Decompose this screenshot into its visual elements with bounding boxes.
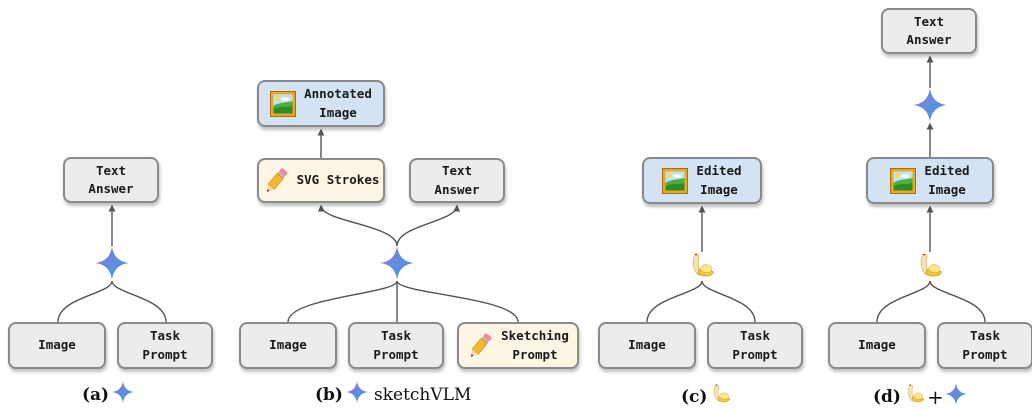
panel-a-task-prompt-input: Task Prompt [117, 322, 213, 369]
gemini-sparkle-icon [380, 246, 414, 285]
output-edge [317, 204, 398, 247]
node-label: Image [269, 337, 307, 353]
input-edge [876, 280, 931, 323]
pencil-icon [467, 332, 493, 360]
panel-d-edited-image: Edited Image [866, 157, 994, 204]
node-label: Task Prompt [962, 328, 1008, 362]
node-label: Text Answer [434, 163, 480, 197]
gemini-sparkle-icon [913, 88, 947, 127]
node-label: Image [628, 337, 666, 353]
edge-group [57, 55, 986, 323]
node-label: Text Answer [88, 162, 134, 196]
node-label: Image [858, 337, 896, 353]
framed-picture-icon [890, 167, 917, 194]
caption-d: (d) + [873, 383, 967, 410]
caption-tag: (d) [873, 386, 901, 407]
banana-icon [904, 383, 926, 410]
output-edge [396, 204, 461, 247]
input-edge [929, 280, 986, 323]
framed-picture-icon [270, 90, 297, 117]
panel-b-text-answer: Text Answer [409, 158, 505, 203]
panel-d-text-answer: Text Answer [881, 8, 977, 54]
node-label: Image [38, 337, 76, 353]
node-label: Task Prompt [732, 328, 778, 362]
panel-a-image-input: Image [8, 322, 106, 369]
banana-icon [710, 383, 732, 410]
gemini-sparkle-icon [345, 381, 368, 408]
caption-tag: (b) [315, 384, 343, 405]
panel-b-annotated-image: Annotated Image [257, 80, 385, 127]
banana-icon [916, 252, 944, 285]
input-edge [111, 280, 167, 323]
panel-b-task-prompt-input: Task Prompt [348, 322, 444, 369]
caption-c: (c) [681, 383, 732, 410]
input-edge [701, 280, 756, 323]
gemini-sparkle-icon [944, 383, 967, 410]
input-edge [396, 280, 519, 323]
plus-sign: + [926, 384, 944, 409]
panel-d-task-prompt-input: Task Prompt [937, 322, 1032, 369]
node-label: Task Prompt [142, 328, 188, 362]
caption-tag: (c) [681, 386, 708, 407]
panel-c-task-prompt-input: Task Prompt [707, 322, 803, 369]
caption-a: (a) [82, 381, 135, 408]
banana-icon [688, 252, 716, 285]
panel-b-sketching-prompt-input: Sketching Prompt [457, 322, 579, 369]
gemini-sparkle-icon [112, 381, 135, 408]
node-label: Edited Image [924, 163, 970, 197]
node-label: Sketching Prompt [501, 328, 569, 362]
caption-b: (b) sketchVLM [315, 381, 471, 408]
panel-c-image-input: Image [598, 322, 696, 369]
framed-picture-icon [662, 167, 689, 194]
input-edge [646, 280, 703, 323]
node-label: SVG Strokes [296, 172, 380, 188]
node-label: Edited Image [696, 163, 742, 197]
panel-b-svg-strokes: SVG Strokes [257, 158, 385, 203]
panel-b-image-input: Image [239, 322, 337, 369]
input-edge [287, 280, 398, 323]
input-edge [57, 280, 113, 323]
node-label: Task Prompt [373, 328, 419, 362]
node-label: Annotated Image [304, 86, 372, 120]
gemini-sparkle-icon [95, 246, 129, 285]
panel-d-image-input: Image [828, 322, 926, 369]
caption-name: sketchVLM [373, 384, 472, 405]
panel-a-text-answer: Text Answer [63, 157, 159, 203]
caption-tag: (a) [82, 384, 110, 405]
node-label: Text Answer [906, 13, 952, 47]
panel-c-edited-image: Edited Image [642, 157, 762, 204]
pencil-icon [263, 167, 289, 195]
